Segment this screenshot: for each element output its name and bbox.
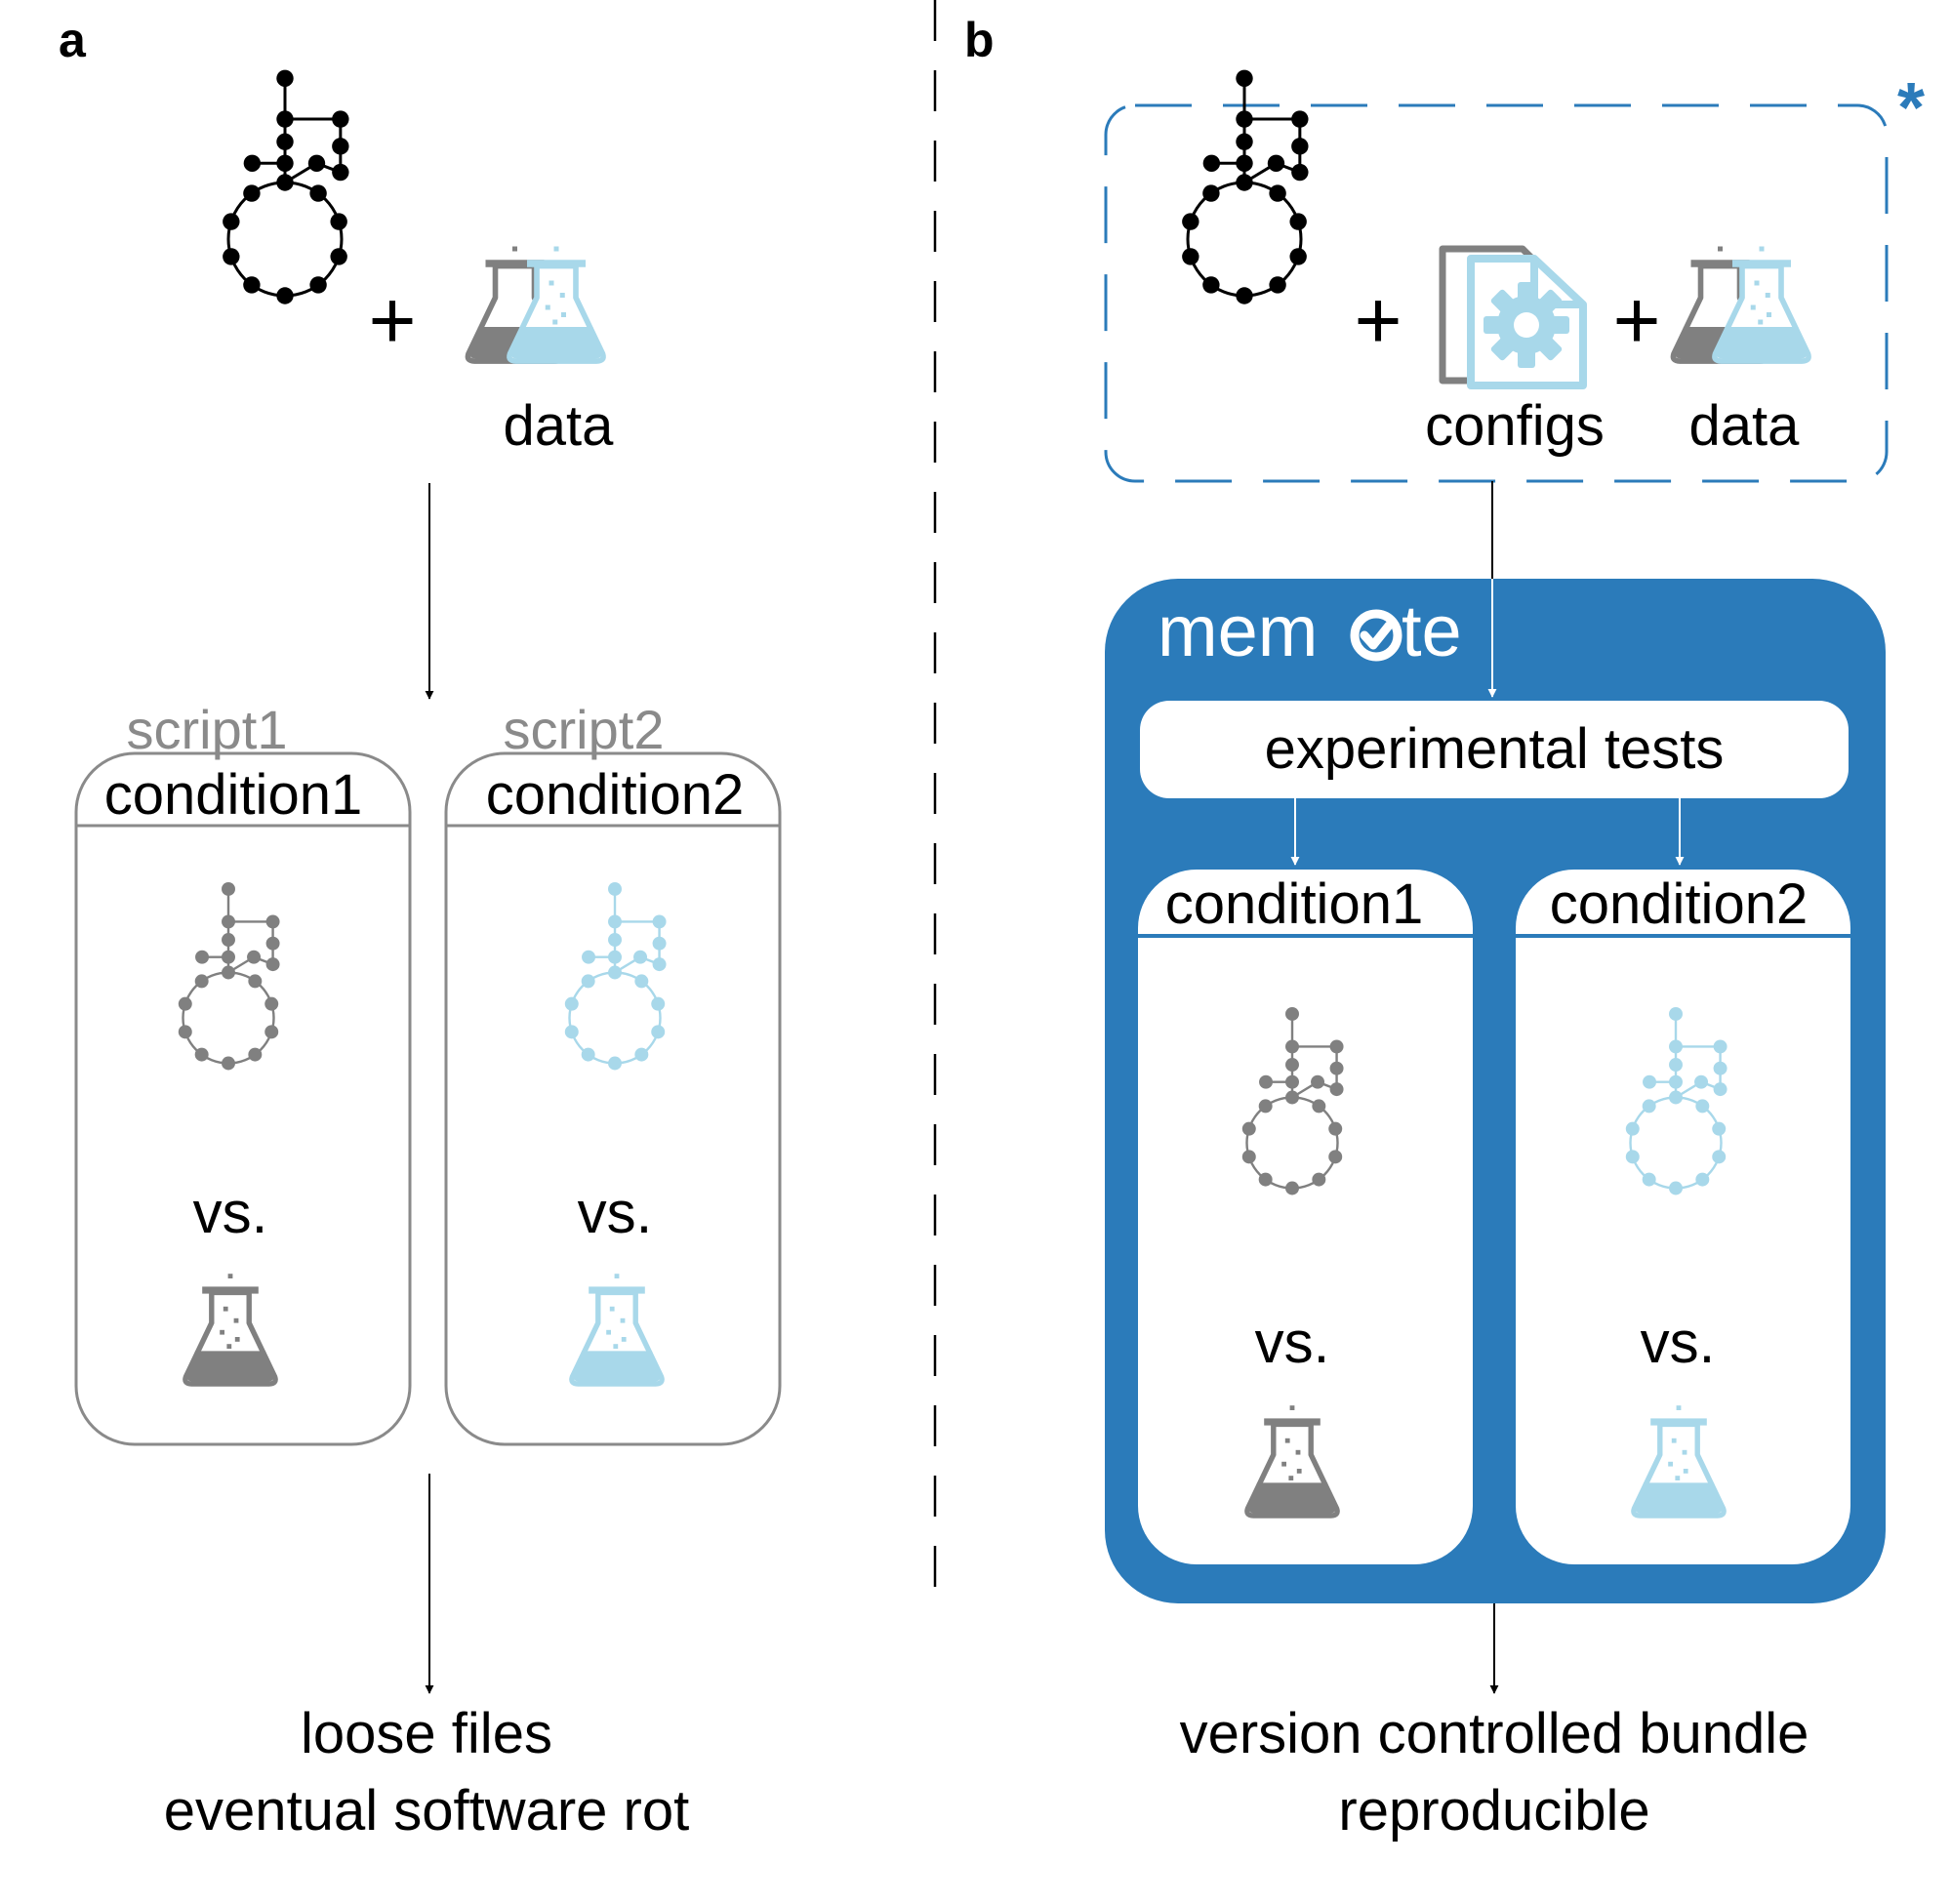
memote-logo-suffix: te — [1402, 590, 1462, 671]
vs-label-1: vs. — [193, 1180, 268, 1245]
inputs-dashed-box — [1104, 103, 1889, 483]
configs-label: configs — [1425, 394, 1605, 458]
plus-sign: + — [368, 274, 416, 366]
memote-condition-box-1: condition1 vs. — [1138, 870, 1473, 1564]
condition-box-1: script1 condition1 vs. — [74, 699, 412, 1446]
memote-check-icon — [1350, 609, 1402, 662]
flask-icon — [183, 1274, 278, 1387]
network-icon — [564, 881, 667, 1071]
outcome-b-line2: reproducible — [1338, 1779, 1649, 1843]
flask-icon — [1670, 246, 1811, 364]
experimental-tests-bar — [1140, 701, 1849, 798]
plus-sign-1: + — [1354, 274, 1402, 366]
outcome-a-line1: loose files — [301, 1702, 552, 1765]
outcome-a-line2: eventual software rot — [164, 1779, 689, 1843]
flask-icon — [465, 246, 606, 364]
network-icon — [1625, 1006, 1727, 1195]
config-file-icon — [1439, 245, 1587, 389]
panel-b-letter: b — [964, 13, 995, 67]
data-label-b: data — [1689, 394, 1801, 458]
flask-icon — [1631, 1405, 1727, 1519]
flask-icon — [1244, 1405, 1340, 1519]
memote-condition-box-2: condition2 vs. — [1516, 870, 1850, 1564]
outcome-b-line1: version controlled bundle — [1180, 1702, 1809, 1765]
script-label-1: script1 — [127, 699, 288, 760]
network-icon — [223, 69, 349, 304]
plus-sign-2: + — [1612, 274, 1660, 366]
memote-condition-title-2: condition2 — [1550, 872, 1808, 936]
network-icon — [178, 881, 280, 1071]
memote-logo: mem te — [1158, 590, 1462, 671]
condition-box-2: script2 condition2 vs. — [444, 699, 782, 1446]
asterisk-mark: * — [1897, 69, 1925, 147]
condition-title-1: condition1 — [104, 763, 362, 827]
memote-vs-label-1: vs. — [1255, 1310, 1330, 1375]
script-label-2: script2 — [504, 699, 665, 760]
condition-title-2: condition2 — [486, 763, 744, 827]
memote-logo-prefix: mem — [1158, 590, 1318, 671]
memote-condition-title-1: condition1 — [1165, 872, 1423, 936]
vs-label-2: vs. — [578, 1180, 653, 1245]
data-label: data — [504, 394, 615, 458]
experimental-tests-label: experimental tests — [1265, 717, 1725, 781]
memote-vs-label-2: vs. — [1641, 1310, 1716, 1375]
panel-a-letter: a — [59, 13, 87, 67]
flask-icon — [569, 1274, 665, 1387]
network-icon — [1182, 69, 1309, 304]
network-icon — [1241, 1006, 1344, 1195]
